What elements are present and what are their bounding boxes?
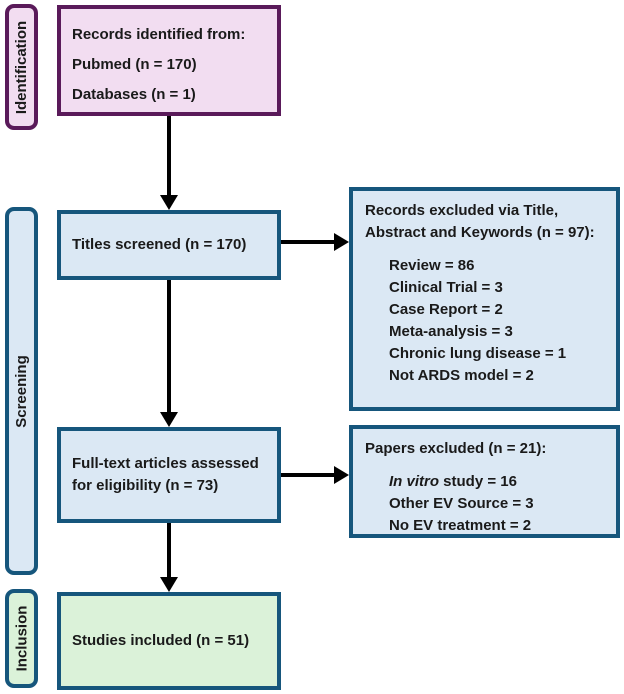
records-excluded-list: Review = 86 Clinical Trial = 3 Case Repo…: [365, 255, 604, 387]
excluded-reason: Review = 86: [389, 256, 475, 274]
papers-excluded-box: Papers excluded (n = 21): In vitro study…: [349, 425, 620, 538]
records-identified-line: Records identified from:: [72, 26, 246, 43]
fulltext-assessed-label: Full-text articles assessed for eligibil…: [72, 455, 259, 494]
arrowhead-fulltext-to-excluded: [334, 466, 349, 484]
excluded-reason: No EV treatment = 2: [389, 516, 532, 534]
records-excluded-heading: Records excluded via Title, Abstract and…: [365, 202, 595, 241]
phase-label-inclusion: Inclusion: [5, 589, 38, 688]
fulltext-assessed-box: Full-text articles assessed for eligibil…: [57, 427, 281, 523]
studies-included-box: Studies included (n = 51): [57, 592, 281, 690]
phase-label-identification: Identification: [5, 4, 38, 130]
excluded-reason: Chronic lung disease = 1: [389, 344, 567, 362]
records-identified-line: Pubmed (n = 170): [72, 56, 197, 73]
records-excluded-box: Records excluded via Title, Abstract and…: [349, 187, 620, 411]
arrowhead-fulltext-to-studies: [160, 577, 178, 592]
arrowhead-titles-to-excluded: [334, 233, 349, 251]
papers-excluded-list: In vitro study = 16 Other EV Source = 3 …: [365, 471, 604, 537]
records-identified-line: Databases (n = 1): [72, 86, 196, 103]
titles-screened-box: Titles screened (n = 170): [57, 210, 281, 280]
excluded-reason: Meta-analysis = 3: [389, 322, 513, 340]
excluded-reason: In vitro study = 16: [389, 471, 604, 493]
arrowhead-records-to-titles: [160, 195, 178, 210]
phase-label-screening: Screening: [5, 207, 38, 575]
excluded-reason: Case Report = 2: [389, 300, 503, 318]
excluded-reason: Not ARDS model = 2: [389, 366, 534, 384]
excluded-reason-italic-part: In vitro: [389, 472, 440, 490]
arrowhead-titles-to-fulltext: [160, 412, 178, 427]
records-identified-box: Records identified from: Pubmed (n = 170…: [57, 5, 281, 116]
studies-included-label: Studies included (n = 51): [72, 632, 250, 650]
excluded-reason: Clinical Trial = 3: [389, 278, 503, 296]
titles-screened-label: Titles screened (n = 170): [72, 236, 247, 254]
excluded-reason: Other EV Source = 3: [389, 494, 534, 512]
papers-excluded-heading: Papers excluded (n = 21):: [365, 440, 547, 457]
excluded-reason-text-part: study = 16: [439, 472, 517, 490]
